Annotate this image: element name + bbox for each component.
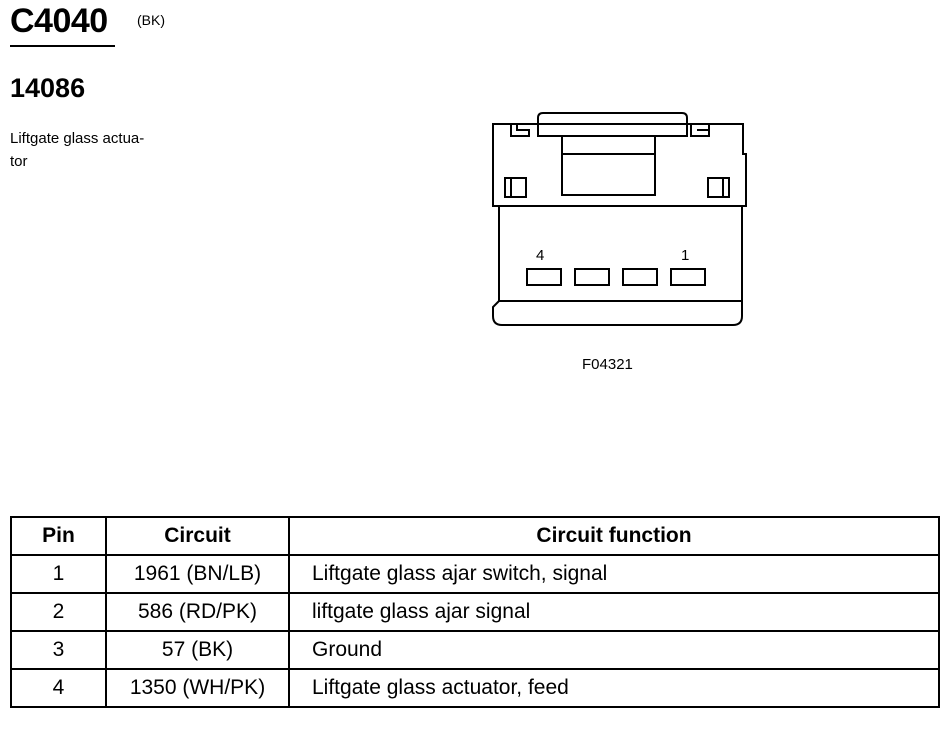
header-circuit-function: Circuit function <box>288 516 940 556</box>
connector-lock-tab-left <box>504 177 527 198</box>
circuit-code: 57 (BK) <box>105 630 290 670</box>
circuit-code: 586 (RD/PK) <box>105 592 290 632</box>
figure-id: F04321 <box>582 356 633 373</box>
table-row: 4 1350 (WH/PK) Liftgate glass actuator, … <box>10 668 940 708</box>
table-row: 2 586 (RD/PK) liftgate glass ajar signal <box>10 592 940 632</box>
header-circuit: Circuit <box>105 516 290 556</box>
pin-cavity <box>574 268 610 286</box>
pin-cavity <box>670 268 706 286</box>
pinout-table: Pin Circuit Circuit function 1 1961 (BN/… <box>10 516 940 708</box>
connector-notch-left <box>510 124 530 137</box>
connector-id: C4040 <box>10 2 108 40</box>
connector-housing-top <box>492 123 747 207</box>
pin-number: 1 <box>10 554 107 594</box>
connector-face-diagram: 4 1 <box>492 112 747 326</box>
pin-number: 4 <box>10 668 107 708</box>
pin-cavity <box>622 268 658 286</box>
header-pin: Pin <box>10 516 107 556</box>
pin-label-right: 1 <box>681 247 689 264</box>
pin-cavity <box>526 268 562 286</box>
part-number: 14086 <box>10 73 86 103</box>
table-row: 1 1961 (BN/LB) Liftgate glass ajar switc… <box>10 554 940 594</box>
connector-pin-face <box>498 206 743 302</box>
pin-label-left: 4 <box>536 247 544 264</box>
circuit-function: Liftgate glass actuator, feed <box>288 668 940 708</box>
pin-number: 3 <box>10 630 107 670</box>
connector-bottom-lip <box>492 300 743 326</box>
pin-number: 2 <box>10 592 107 632</box>
circuit-code: 1350 (WH/PK) <box>105 668 290 708</box>
title-underline <box>10 45 115 47</box>
circuit-function: liftgate glass ajar signal <box>288 592 940 632</box>
circuit-function: Ground <box>288 630 940 670</box>
connector-lock-tab-right <box>707 177 730 198</box>
circuit-code: 1961 (BN/LB) <box>105 554 290 594</box>
component-description: Liftgate glass actua- tor <box>10 130 145 170</box>
circuit-function: Liftgate glass ajar switch, signal <box>288 554 940 594</box>
connector-latch-shoulder <box>537 124 688 137</box>
table-row: 3 57 (BK) Ground <box>10 630 940 670</box>
table-header-row: Pin Circuit Circuit function <box>10 516 940 556</box>
connector-latch <box>537 112 688 124</box>
connector-center-window <box>561 135 656 196</box>
connector-color-code: (BK) <box>137 12 165 28</box>
